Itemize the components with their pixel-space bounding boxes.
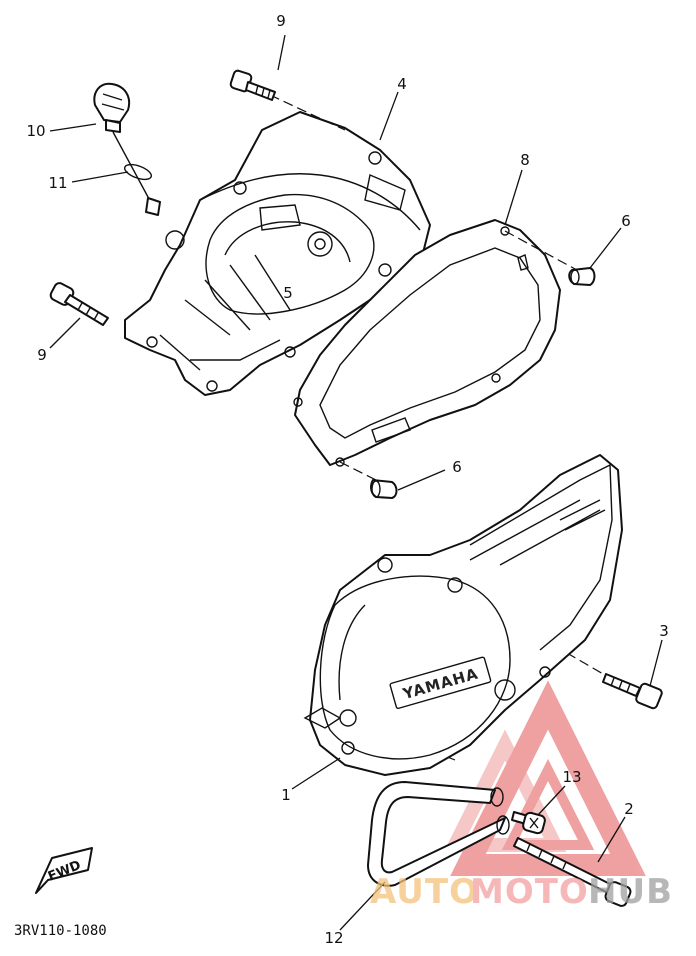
clutch-cover-1: YAMAHA: [303, 454, 623, 776]
callout-5: 5: [283, 284, 293, 302]
screw-13: [511, 811, 546, 835]
watermark-moto: MOTO: [470, 872, 589, 912]
alignment-line-screw8: [269, 94, 346, 131]
bolt-8: [229, 69, 276, 101]
callout-8: 9: [276, 12, 286, 30]
alignment-line-gasket: [339, 461, 381, 483]
callout-4: 4: [397, 75, 407, 93]
callout-7: 8: [520, 151, 530, 169]
callout-1: 1: [281, 786, 291, 804]
callout-13: 13: [562, 768, 581, 786]
gasket-7: [293, 219, 561, 467]
hose-12: [367, 781, 510, 887]
callout-2: 2: [624, 800, 634, 818]
watermark-text: AUTO MOTO HUB: [370, 872, 673, 912]
watermark-auto: AUTO: [370, 872, 479, 912]
alignment-line-upper: [504, 230, 589, 277]
part-code: 3RV110-1080: [14, 923, 107, 939]
bolt-2: [513, 837, 632, 907]
dipstick-10: [93, 82, 156, 211]
dowel-pin-6-lower: [370, 479, 398, 499]
callout-3: 3: [659, 622, 669, 640]
callout-11: 11: [48, 174, 67, 192]
fwd-arrow-icon: FWD: [35, 847, 93, 894]
watermark-hub: HUB: [588, 872, 673, 912]
o-ring-11: [123, 163, 161, 216]
callout-6-lower: 6: [452, 458, 462, 476]
crankcase-cover-4: [124, 111, 431, 396]
callout-9: 9: [37, 346, 47, 364]
callout-10: 10: [26, 122, 45, 140]
dowel-pin-6-upper: [568, 267, 596, 286]
bolt-3: [602, 673, 663, 710]
callout-12: 12: [324, 929, 343, 947]
callout-6-upper: 6: [621, 212, 631, 230]
leader-lines: [49, 34, 663, 931]
bolt-9: [49, 282, 109, 326]
